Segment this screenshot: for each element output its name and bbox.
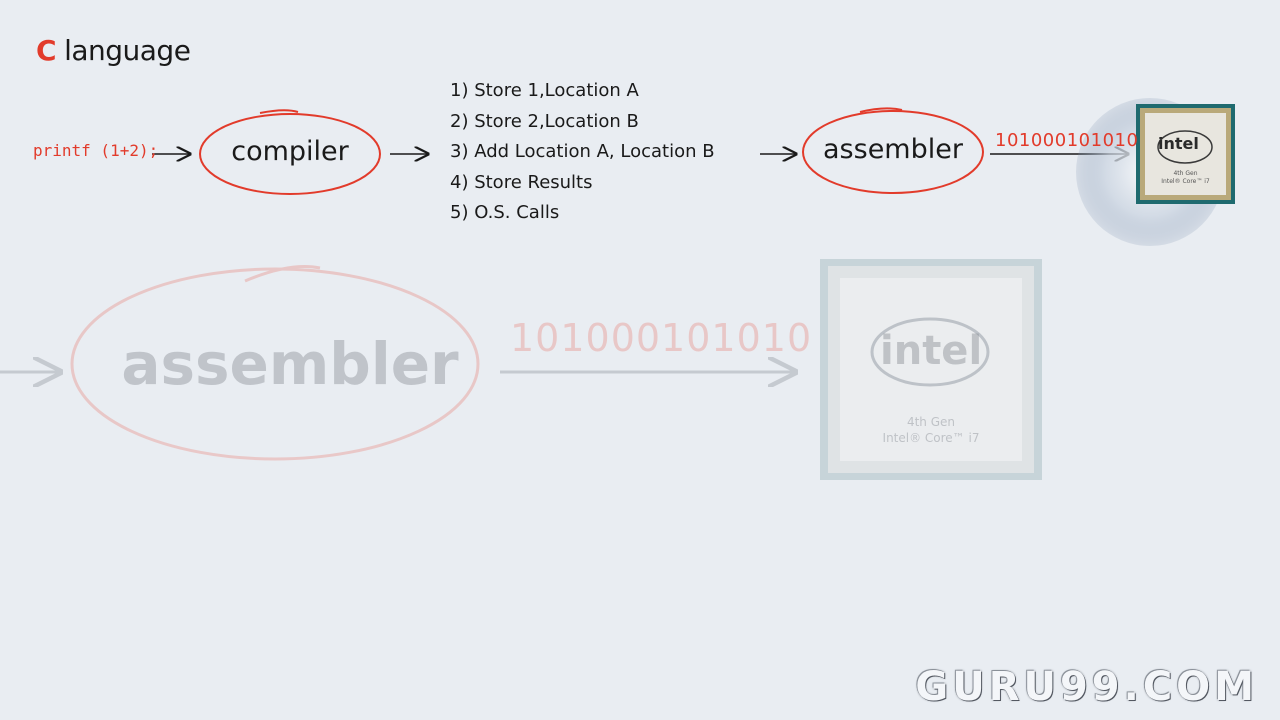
faded-chip-model: Intel® Core™ i7 bbox=[882, 431, 980, 445]
chip-caption-small: 4th Gen Intel® Core™ i7 bbox=[1136, 170, 1235, 186]
compiler-label: compiler bbox=[231, 136, 349, 167]
title-text: language bbox=[64, 34, 191, 67]
step-item: 5) O.S. Calls bbox=[450, 202, 560, 223]
intel-chip-small bbox=[1136, 104, 1235, 204]
binary-output: 101000101010 bbox=[995, 130, 1139, 151]
step-item: 4) Store Results bbox=[450, 171, 593, 193]
step-item: 1) Store 1,Location A bbox=[450, 80, 639, 101]
assembler-label: assembler bbox=[823, 134, 963, 165]
step-item: 2) Store 2,Location B bbox=[450, 110, 639, 132]
faded-chip-caption: 4th Gen Intel® Core™ i7 bbox=[840, 414, 1022, 446]
printf-code: printf (1+2); bbox=[33, 141, 159, 160]
faded-chip-gen: 4th Gen bbox=[906, 415, 956, 429]
chip-model: Intel® Core™ i7 bbox=[1161, 178, 1210, 185]
guru99-watermark: GURU99.COM bbox=[915, 664, 1258, 710]
faded-assembler-label: assembler bbox=[121, 330, 459, 398]
faded-lower-row bbox=[0, 259, 1042, 480]
chip-brand-small: intel bbox=[1158, 134, 1199, 153]
assembler-oval bbox=[802, 110, 984, 194]
faded-binary: 101000101010 bbox=[510, 316, 813, 360]
compiler-oval bbox=[199, 113, 381, 195]
step-item: 3) Add Location A, Location B bbox=[450, 141, 715, 162]
faded-chip-brand: intel bbox=[880, 328, 983, 374]
assembly-steps-list: 1) Store 1,Location A 2) Store 2,Locatio… bbox=[450, 76, 715, 229]
title-accent: C bbox=[36, 34, 57, 67]
chip-gen: 4th Gen bbox=[1173, 170, 1198, 177]
